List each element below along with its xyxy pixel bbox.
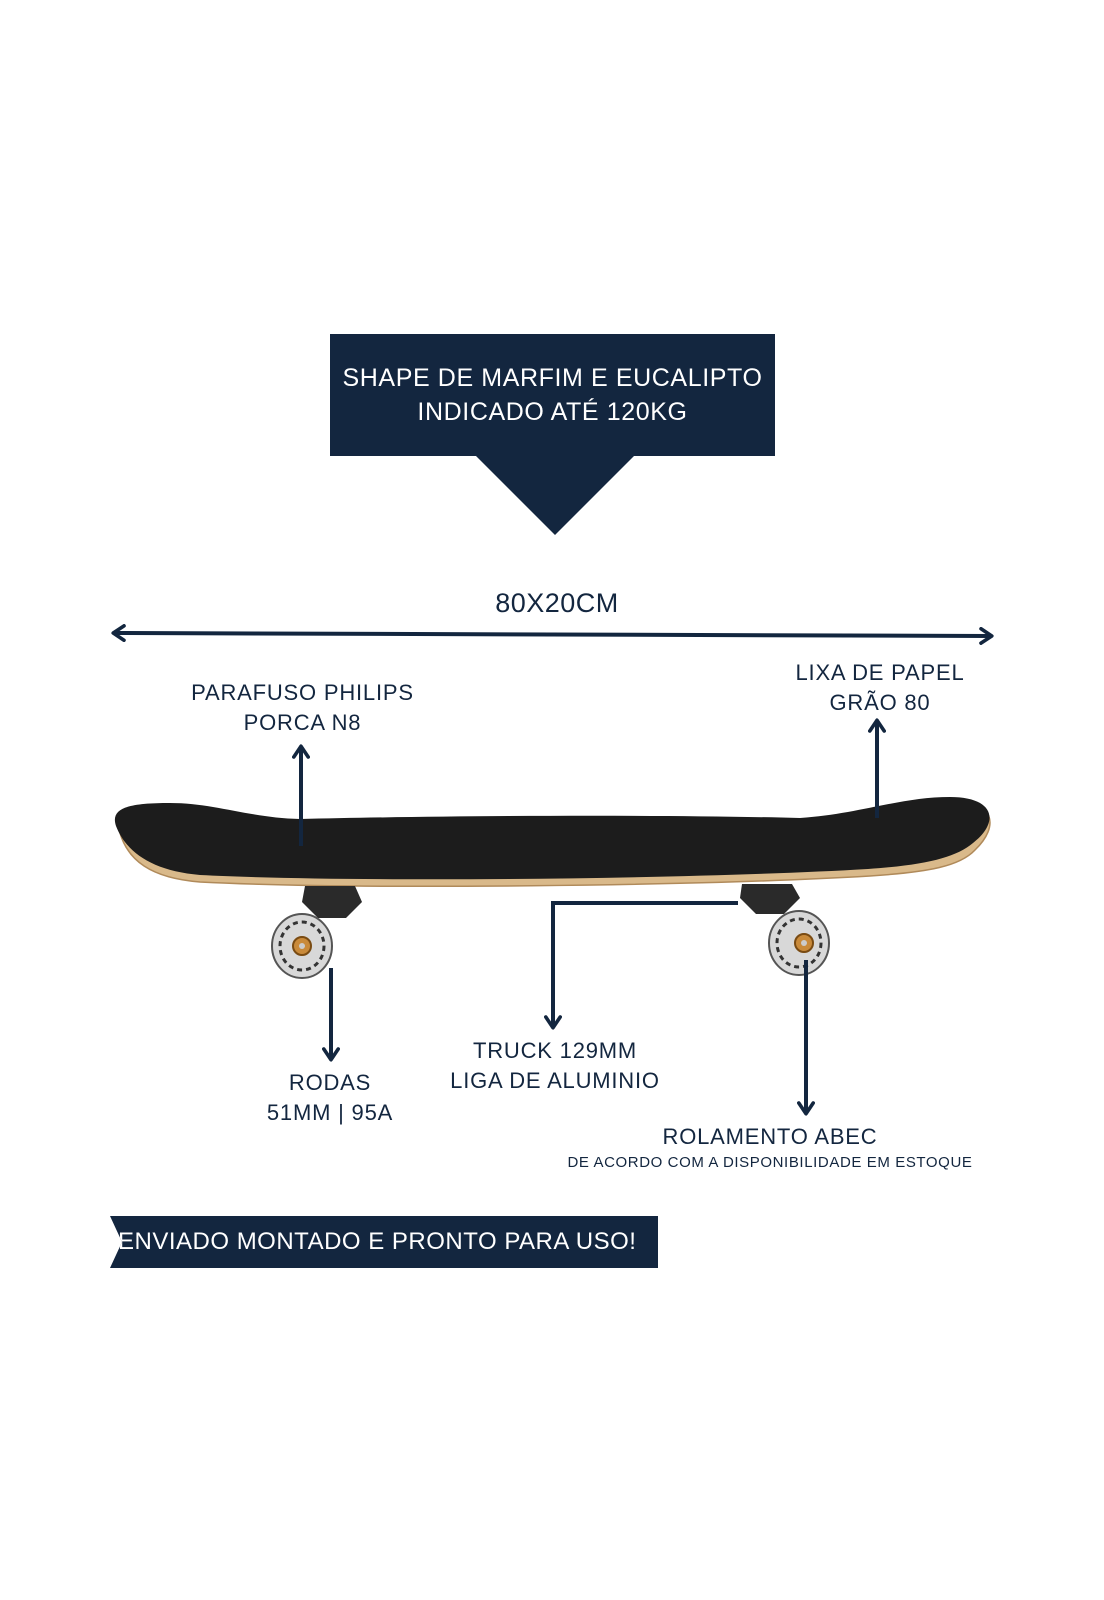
rolamento-title: ROLAMENTO ABEC — [662, 1124, 878, 1149]
truck-arrow — [544, 901, 738, 1030]
assembled-ribbon: ENVIADO MONTADO E PRONTO PARA USO! — [110, 1216, 658, 1268]
rolamento-label: ROLAMENTO ABEC — [650, 1122, 890, 1152]
lixa-line-1: LIXA DE PAPEL — [795, 660, 965, 685]
rodas-line-2: 51MM | 95A — [266, 1100, 394, 1125]
parafuso-label: PARAFUSO PHILIPS PORCA N8 — [170, 678, 435, 738]
rodas-label: RODAS 51MM | 95A — [240, 1068, 420, 1128]
wheel-left — [271, 913, 333, 979]
wheel-right — [768, 910, 830, 976]
parafuso-line-2: PORCA N8 — [243, 710, 362, 735]
banner-line-1: SHAPE DE MARFIM E EUCALIPTO — [342, 364, 763, 392]
lixa-line-2: GRÃO 80 — [829, 690, 931, 715]
parafuso-line-1: PARAFUSO PHILIPS — [191, 680, 414, 705]
truck-label: TRUCK 129MM LIGA DE ALUMINIO — [430, 1036, 680, 1096]
banner-line-2: INDICADO ATÉ 120KG — [417, 398, 688, 426]
deck-grip-tape — [114, 797, 990, 880]
truck-line-1: TRUCK 129MM — [472, 1038, 638, 1063]
banner-pointer — [475, 455, 635, 535]
rolamento-note: DE ACORDO COM A DISPONIBILIDADE EM ESTOQ… — [567, 1154, 973, 1171]
dimension-label: 80X20CM — [495, 588, 619, 618]
spec-banner: SHAPE DE MARFIM E EUCALIPTO INDICADO ATÉ… — [330, 334, 775, 456]
dimension-arrow — [111, 624, 994, 645]
truck-left — [302, 886, 362, 918]
lixa-label: LIXA DE PAPEL GRÃO 80 — [770, 658, 990, 718]
truck-right — [740, 884, 800, 914]
rodas-line-1: RODAS — [288, 1070, 372, 1095]
truck-line-2: LIGA DE ALUMINIO — [450, 1068, 660, 1093]
